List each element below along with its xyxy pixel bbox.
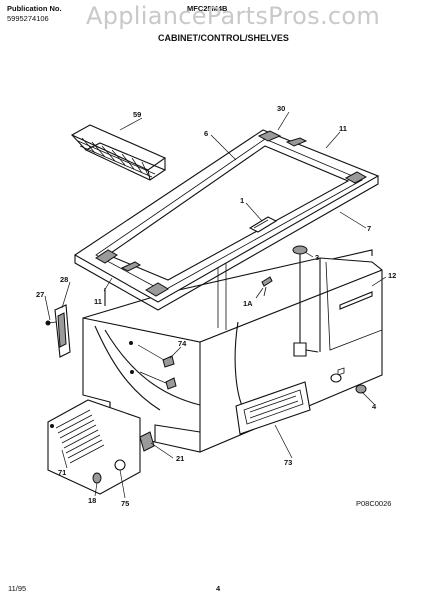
callout-75: 75 [121, 499, 129, 508]
callout-3: 3 [315, 253, 319, 262]
publication-number: 5995274106 [7, 14, 49, 23]
switch-part [165, 377, 177, 390]
leader-lines [44, 111, 387, 499]
thermostat-21 [139, 431, 155, 452]
grille [47, 399, 141, 495]
model-number: MFC25M4B [187, 4, 228, 13]
callout-30: 30 [277, 104, 285, 113]
diagram-code: P08C0026 [356, 499, 392, 508]
footer-date: 11/95 [8, 584, 27, 593]
drain-assembly [292, 245, 342, 383]
knob-18 [92, 472, 102, 484]
nameplate [235, 381, 311, 435]
callout-11-top: 11 [339, 124, 347, 133]
callout-1a: 1A [243, 299, 253, 308]
callout-7: 7 [367, 224, 371, 233]
page-title: CABINET/CONTROL/SHELVES [158, 33, 289, 43]
control-bracket [261, 276, 273, 297]
hinge [45, 304, 71, 358]
callout-4: 4 [372, 402, 377, 411]
callout-59: 59 [133, 110, 141, 119]
callout-71: 71 [58, 468, 66, 477]
callout-11-bottom: 11 [94, 297, 102, 306]
callout-12: 12 [388, 271, 396, 280]
publication-label: Publication No. [7, 4, 62, 13]
callout-27: 27 [36, 290, 44, 299]
callout-73: 73 [284, 458, 292, 467]
watermark: AppliancePartsPros.com [86, 2, 381, 30]
callout-1: 1 [240, 196, 244, 205]
lid-assembly [73, 129, 380, 311]
plug-4 [355, 384, 367, 394]
callout-21: 21 [176, 454, 184, 463]
switch-74 [162, 355, 175, 368]
page-number: 4 [216, 584, 221, 593]
callout-18: 18 [88, 496, 96, 505]
callout-74: 74 [178, 339, 187, 348]
wire-basket [70, 124, 167, 181]
callout-6: 6 [204, 129, 208, 138]
callout-28: 28 [60, 275, 68, 284]
